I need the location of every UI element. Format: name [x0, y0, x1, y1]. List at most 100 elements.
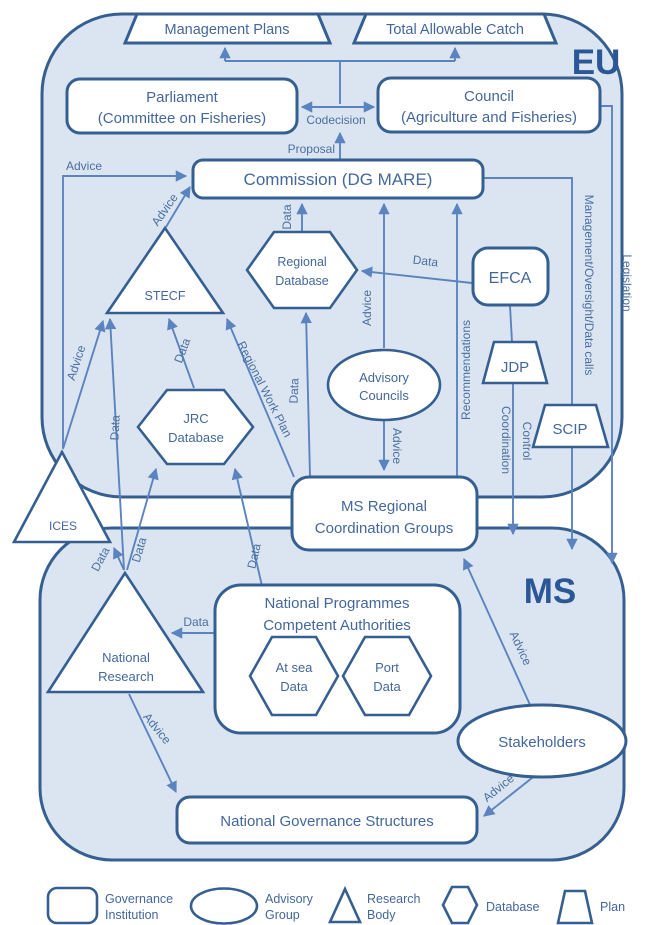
edge-stakeholders-rcg-advice — [463, 557, 532, 708]
council-label-2: (Agriculture and Fisheries) — [401, 109, 577, 126]
node-at-sea-data — [248, 635, 340, 717]
efca-label: EFCA — [489, 270, 532, 287]
edge-rcg-regionaldb-data — [300, 311, 312, 477]
label-coordination: Coordination — [499, 406, 513, 474]
edge-nr-stecf-data — [104, 317, 125, 571]
legend-plan-label: Plan — [600, 900, 625, 914]
label-codecision: Codecision — [306, 113, 365, 127]
national-research-label-1: National — [102, 650, 150, 665]
label-proposal: Proposal — [288, 142, 335, 156]
parliament-label-1: Parliament — [146, 89, 219, 106]
port-data-label-2: Data — [373, 679, 401, 694]
node-total-allowable-catch — [351, 12, 559, 45]
node-national-research — [45, 570, 206, 694]
node-port-data — [341, 635, 433, 717]
stecf-label: STECF — [145, 289, 186, 303]
edge-council-ms-legislation — [601, 105, 618, 565]
label-data-rcg-regionaldb: Data — [287, 378, 302, 404]
label-advice-ac-commission: Advice — [360, 290, 374, 326]
legend-plan-shape — [556, 889, 594, 925]
label-data-np-jrc: Data — [244, 542, 263, 570]
node-regional-database — [245, 230, 359, 310]
edge-ices-stecf-advice — [62, 319, 106, 450]
ms-rcg-label-2: Coordination Groups — [315, 520, 453, 537]
label-data-np-nr: Data — [183, 615, 209, 629]
parliament-label-2: (Committee on Fisheries) — [98, 110, 266, 127]
edge-nr-jrc-data — [126, 467, 159, 571]
regional-database-label-2: Database — [275, 274, 329, 288]
node-council — [376, 76, 602, 134]
node-jdp — [481, 340, 549, 385]
edge-stecf-commission-advice — [165, 186, 191, 228]
national-governance-label: National Governance Structures — [220, 813, 433, 830]
node-stakeholders — [456, 703, 628, 779]
national-programmes-label-2: Competent Authorities — [263, 617, 411, 634]
regional-database-label-1: Regional — [277, 255, 326, 269]
eu-region-label: EU — [572, 43, 621, 82]
node-ms-rcg — [290, 475, 479, 552]
legend-governance-label-2: Institution — [105, 908, 159, 922]
label-advice-ices-commission: Advice — [66, 159, 102, 173]
node-stecf — [104, 225, 226, 315]
node-jrc-database — [136, 388, 255, 466]
node-parliament — [65, 77, 299, 135]
national-research-label-2: Research — [98, 669, 154, 684]
edge-efca-jdp — [509, 305, 513, 343]
label-control: Control — [520, 422, 534, 461]
edge-rcg-stecf-regional-work-plan — [225, 317, 295, 478]
legend-database-label: Database — [486, 900, 540, 914]
commission-label: Commission (DG MARE) — [244, 170, 433, 189]
jrc-database-label-1: JRC — [183, 411, 208, 426]
stakeholders-label: Stakeholders — [498, 734, 586, 751]
ms-region-label: MS — [524, 572, 577, 611]
council-label-1: Council — [464, 88, 514, 105]
national-programmes-label-1: National Programmes — [264, 595, 409, 612]
legend-advisory-shape — [189, 887, 259, 925]
label-advice-ac-rcg: Advice — [390, 428, 404, 464]
label-legislation: Legislation — [620, 254, 634, 311]
edge-np-jrc-data — [231, 467, 263, 587]
edge-bracket-plans — [225, 60, 455, 104]
legend: Governance Institution Advisory Group Re… — [46, 885, 625, 925]
management-plans-label: Management Plans — [165, 22, 290, 38]
legend-advisory-label-1: Advisory — [265, 892, 314, 906]
node-management-plans — [122, 12, 333, 45]
node-scip — [531, 403, 610, 449]
edge-nr-ices-data — [113, 546, 125, 571]
legend-governance-label-1: Governance — [105, 892, 173, 906]
node-advisory-councils — [326, 348, 442, 422]
node-commission — [191, 158, 485, 200]
port-data-label-1: Port — [375, 660, 399, 675]
legend-advisory-label-2: Group — [265, 908, 300, 922]
scip-label: SCIP — [552, 421, 587, 438]
edge-efca-regionaldb-data — [360, 266, 473, 284]
label-recommendations: Recommendations — [459, 320, 473, 420]
label-data-regionaldb-commission: Data — [280, 204, 294, 230]
at-sea-data-label-2: Data — [280, 679, 308, 694]
label-management-oversight: Management/Oversight/Data calls — [582, 195, 596, 376]
total-allowable-catch-label: Total Allowable Catch — [386, 22, 524, 38]
edge-nr-ngs-advice — [128, 693, 177, 794]
advisory-councils-label-1: Advisory — [359, 370, 409, 385]
ices-label: ICES — [49, 519, 77, 533]
legend-governance-shape — [46, 886, 99, 925]
label-data-efca-regionaldb: Data — [412, 253, 439, 270]
label-data-nr-stecf: Data — [107, 414, 122, 440]
advisory-councils-label-2: Councils — [359, 388, 409, 403]
edge-jrc-stecf-data — [167, 317, 195, 389]
jdp-label: JDP — [501, 359, 529, 376]
node-ices — [11, 449, 113, 544]
node-efca — [471, 246, 550, 307]
at-sea-data-label-1: At sea — [276, 660, 314, 675]
edge-ices-commission-advice — [62, 170, 188, 448]
ms-rcg-label-1: MS Regional — [341, 498, 427, 515]
node-national-governance — [175, 795, 479, 845]
legend-research-label-1: Research — [367, 892, 421, 906]
legend-research-label-2: Body — [367, 908, 396, 922]
edge-stakeholders-ngs-advice — [483, 773, 538, 817]
legend-research-shape — [327, 885, 363, 924]
jrc-database-label-2: Database — [168, 430, 224, 445]
label-data-nr-jrc: Data — [129, 535, 150, 564]
